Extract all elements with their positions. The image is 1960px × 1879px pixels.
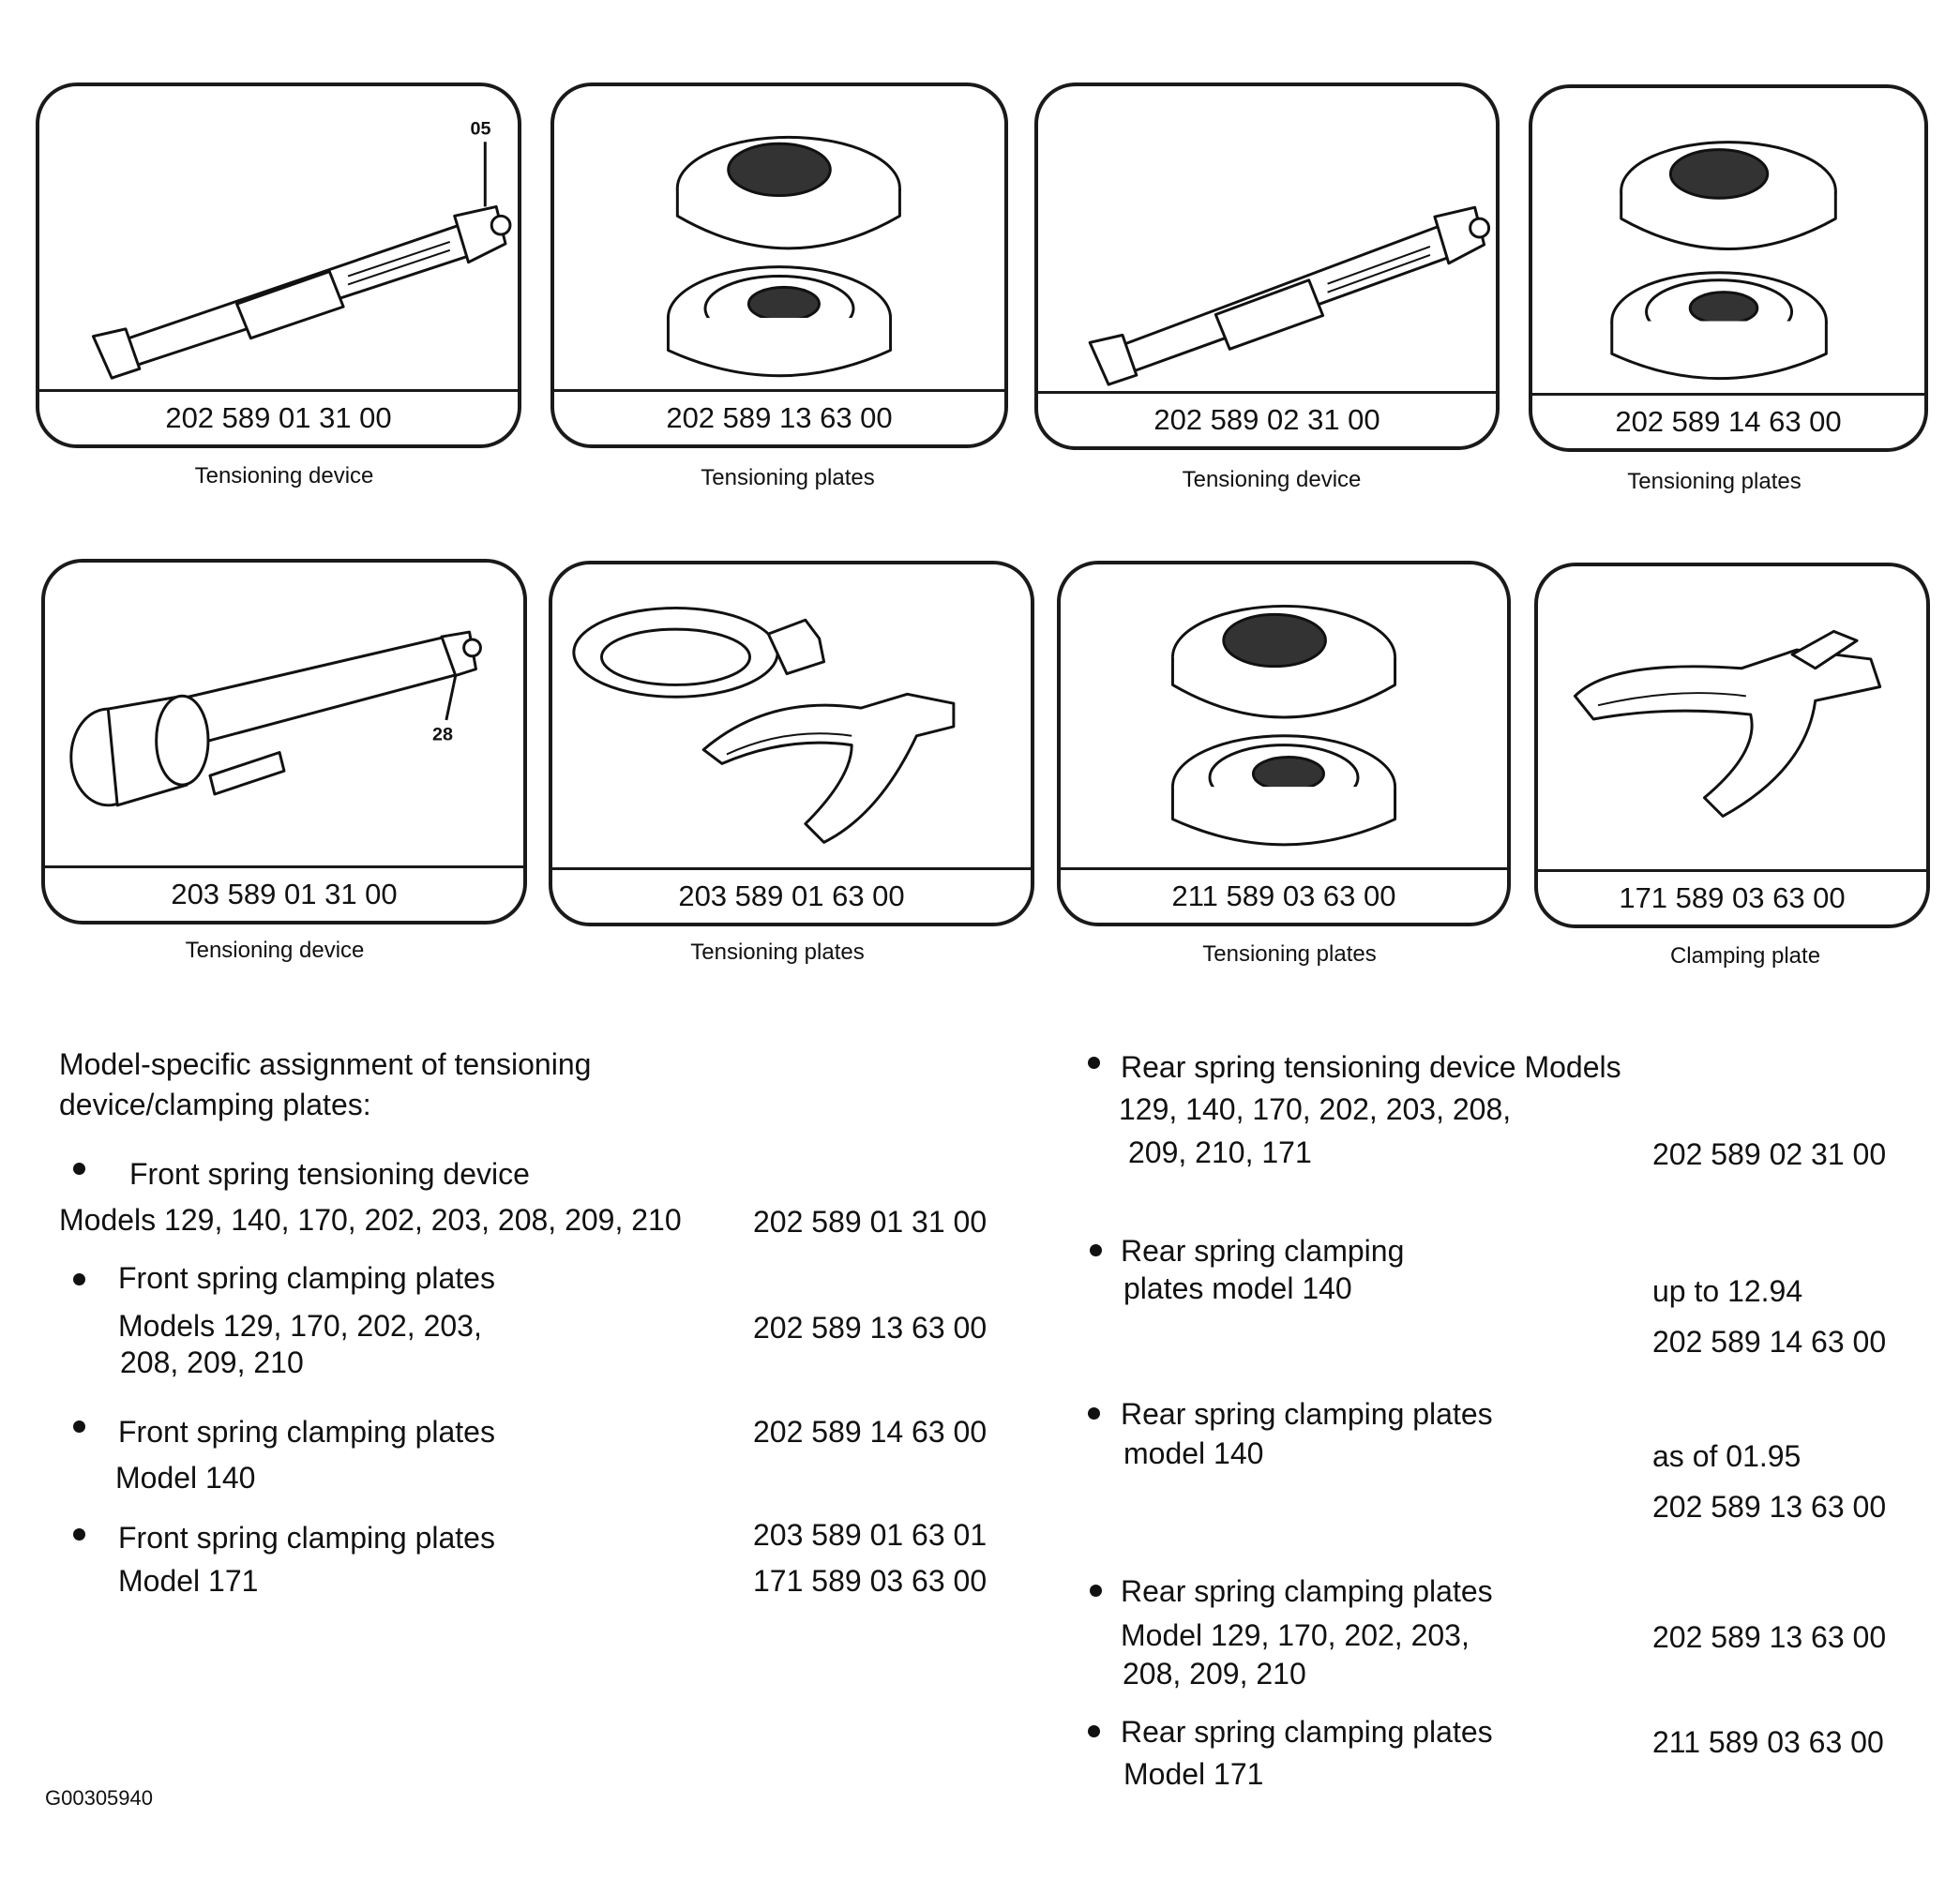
rear-item-part: 202 589 14 63 00 (1652, 1325, 1887, 1359)
rear-item-part: 211 589 03 63 00 (1652, 1725, 1884, 1759)
front-item-models: Model 140 (115, 1461, 256, 1495)
tensioning-plates-illustration (1061, 564, 1507, 870)
tool-caption: Tensioning device (194, 463, 374, 489)
front-item-title: Front spring clamping plates (118, 1521, 495, 1555)
tool-caption: Tensioning plates (1202, 941, 1377, 967)
tool-caption: Tensioning device (185, 938, 365, 963)
rear-item-models: 208, 209, 210 (1123, 1657, 1306, 1691)
bullet (73, 1528, 85, 1541)
tool-card-202-589-02-31-00: 202 589 02 31 00 (1034, 83, 1500, 450)
assignment-heading: Model-specific assignment of tensioning (59, 1047, 592, 1081)
front-item-part: 203 589 01 63 01 (753, 1518, 988, 1552)
tensioning-plates-drawing (1610, 141, 1837, 381)
bullet (1090, 1244, 1102, 1256)
front-item-models: Models 129, 140, 170, 202, 203, 208, 209… (59, 1203, 682, 1237)
front-item-part: 202 589 14 63 00 (753, 1415, 988, 1449)
rear-item-note: up to 12.94 (1652, 1274, 1803, 1308)
front-item-models: Models 129, 170, 202, 203, (118, 1309, 482, 1343)
tool-caption: Tensioning plates (690, 940, 865, 965)
front-item-title: Front spring tensioning device (129, 1157, 530, 1191)
rear-item-models: 209, 210, 171 (1128, 1135, 1312, 1169)
tool-card-203-589-01-31-00: 28 203 589 01 31 00 (41, 559, 527, 924)
tool-caption: Tensioning device (1182, 467, 1362, 492)
bullet (1088, 1057, 1100, 1069)
clamping-plate-drawing (1573, 629, 1882, 818)
tensioning-plates-illustration (1532, 88, 1924, 396)
tool-caption: Clamping plate (1669, 943, 1821, 969)
clamping-plate-illustration (1538, 566, 1926, 872)
bullet (1088, 1407, 1100, 1420)
tensioning-device-drawing (1088, 205, 1491, 386)
tool-card-171-589-03-63-00: 171 589 03 63 00 (1534, 563, 1930, 928)
tensioning-plates-drawing (572, 606, 956, 844)
part-number: 202 589 02 31 00 (1038, 391, 1496, 446)
rear-item-models: 129, 140, 170, 202, 203, 208, (1119, 1092, 1512, 1126)
rear-item-models: plates model 140 (1123, 1271, 1352, 1305)
tensioning-device-illustration: 05 (39, 86, 518, 392)
tool-card-202-589-14-63-00: 202 589 14 63 00 (1529, 84, 1928, 452)
front-item-title: Front spring clamping plates (118, 1415, 495, 1449)
tensioning-device-drawing: 05 (91, 118, 512, 380)
part-number: 202 589 13 63 00 (554, 389, 1004, 444)
rear-item-title: Rear spring clamping plates (1121, 1397, 1493, 1431)
tool-caption: Tensioning plates (701, 465, 875, 490)
bullet (73, 1421, 85, 1433)
part-number: 203 589 01 31 00 (45, 865, 523, 921)
tensioning-plates-drawing (1170, 604, 1397, 847)
rear-item-models: Model 129, 170, 202, 203, (1121, 1618, 1470, 1652)
tool-card-202-589-01-31-00: 05 202 589 01 31 00 (36, 83, 521, 448)
rear-item-models: model 140 (1123, 1436, 1264, 1470)
part-number: 202 589 14 63 00 (1532, 393, 1924, 448)
rear-item-title: Rear spring tensioning device Models (1121, 1050, 1621, 1084)
tensioning-device-illustration: 28 (45, 563, 523, 868)
rear-item-part: 202 589 02 31 00 (1652, 1137, 1887, 1171)
tool-card-202-589-13-63-00: 202 589 13 63 00 (550, 83, 1008, 448)
tensioning-device-illustration (1038, 86, 1496, 394)
tensioning-plates-illustration (552, 564, 1031, 870)
assignment-heading: device/clamping plates: (59, 1088, 371, 1121)
callout-label: 28 (432, 725, 453, 745)
front-item-part: 202 589 01 31 00 (753, 1205, 988, 1239)
front-item-part: 202 589 13 63 00 (753, 1311, 988, 1345)
part-number: 171 589 03 63 00 (1538, 869, 1926, 924)
rear-item-title: Rear spring clamping (1121, 1234, 1405, 1268)
tensioning-plates-drawing (666, 135, 901, 378)
rear-item-title: Rear spring clamping plates (1121, 1574, 1493, 1608)
rear-item-note: as of 01.95 (1652, 1439, 1802, 1473)
tool-caption: Tensioning plates (1627, 469, 1802, 494)
front-item-models: Model 171 (118, 1564, 259, 1598)
rear-item-models: Model 171 (1123, 1757, 1264, 1791)
rear-item-part: 202 589 13 63 00 (1652, 1490, 1887, 1524)
part-number: 203 589 01 63 00 (552, 867, 1031, 923)
bullet (73, 1273, 85, 1285)
tool-card-203-589-01-63-00: 203 589 01 63 00 (549, 561, 1034, 926)
front-item-models: 208, 209, 210 (120, 1345, 304, 1379)
part-number: 211 589 03 63 00 (1061, 867, 1507, 923)
tool-card-211-589-03-63-00: 211 589 03 63 00 (1057, 561, 1511, 926)
bullet (1088, 1725, 1100, 1737)
rear-item-part: 202 589 13 63 00 (1652, 1620, 1887, 1654)
rear-item-title: Rear spring clamping plates (1121, 1715, 1493, 1749)
front-item-title: Front spring clamping plates (118, 1261, 495, 1295)
bullet (1090, 1585, 1102, 1597)
front-item-part: 171 589 03 63 00 (753, 1564, 988, 1598)
tensioning-plates-illustration (554, 86, 1004, 392)
part-number: 202 589 01 31 00 (39, 389, 518, 444)
document-id: G00305940 (45, 1786, 153, 1810)
callout-label: 05 (470, 118, 490, 139)
bullet (73, 1163, 85, 1175)
tensioning-device-drawing: 28 (69, 630, 482, 807)
